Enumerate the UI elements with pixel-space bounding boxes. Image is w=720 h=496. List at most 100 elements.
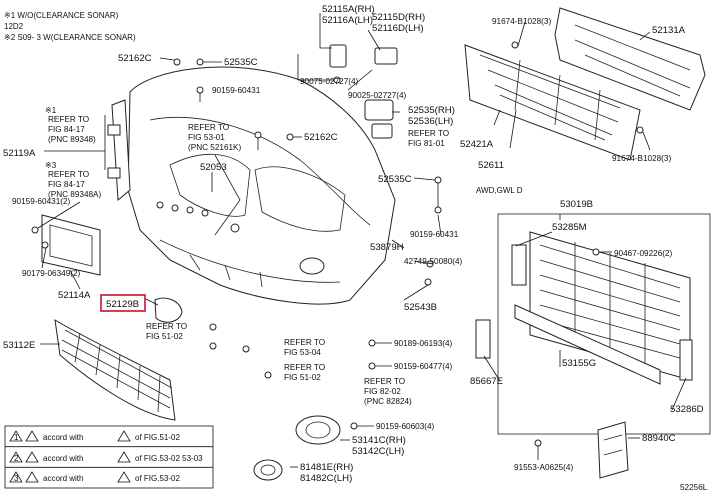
warning-triangle-icon xyxy=(9,430,23,442)
warning-triangle-icon xyxy=(9,451,23,463)
label-53879h[interactable]: 53879H xyxy=(370,242,404,253)
label-90159-60477[interactable]: 90159-60477(4) xyxy=(394,362,453,371)
warning-triangle-icon xyxy=(25,430,39,442)
label-52535-rh[interactable]: 52535(RH) xyxy=(408,105,455,116)
ref-fig-51-02-b[interactable]: REFER TO FIG 51-02 xyxy=(284,363,325,382)
ref-fig-53-01[interactable]: REFER TO FIG 53-01 (PNC 52161K) xyxy=(188,123,242,152)
label-90189[interactable]: 90189-06193(4) xyxy=(394,339,453,348)
label-52535c-top[interactable]: 52535C xyxy=(224,57,258,68)
svg-text:of FIG.53-02 53-03: of FIG.53-02 53-03 xyxy=(135,454,203,463)
reinforcement-drawing xyxy=(554,7,706,111)
svg-text:accord with: accord with xyxy=(43,433,83,442)
label-52115a[interactable]: 52115A(RH) xyxy=(322,4,375,15)
label-90467[interactable]: 90467-09226(2) xyxy=(614,249,673,258)
label-52535c-mid[interactable]: 52535C xyxy=(378,174,412,185)
lower-grille-drawing xyxy=(54,319,176,421)
label-90179[interactable]: 90179-06349(2) xyxy=(22,269,81,278)
svg-text:of FIG.53-02: of FIG.53-02 xyxy=(135,474,180,483)
svg-text:(PNC 52161K): (PNC 52161K) xyxy=(188,143,242,152)
svg-text:(PNC 89348): (PNC 89348) xyxy=(48,135,96,144)
label-90075[interactable]: 90075-02727(4) xyxy=(300,77,359,86)
leader-lines xyxy=(37,13,687,468)
note-marker-1: ※1 xyxy=(45,106,57,115)
svg-text:(PNC 82824): (PNC 82824) xyxy=(364,397,412,406)
fog-lamp-drawing xyxy=(253,415,341,481)
label-53019b[interactable]: 53019B xyxy=(560,199,593,210)
label-81482c[interactable]: 81482C(LH) xyxy=(300,473,352,484)
label-52543b[interactable]: 52543B xyxy=(404,302,437,313)
svg-text:(PNC 89348A): (PNC 89348A) xyxy=(48,190,102,199)
label-53285m[interactable]: 53285M xyxy=(552,222,587,233)
label-53141c[interactable]: 53141C(RH) xyxy=(352,435,406,446)
svg-text:accord with: accord with xyxy=(43,474,83,483)
label-52119a[interactable]: 52119A xyxy=(3,148,36,159)
label-52116a[interactable]: 52116A(LH) xyxy=(322,15,373,26)
label-90025[interactable]: 90025-02727(4) xyxy=(348,91,407,100)
bracket-88940c-drawing xyxy=(597,421,629,479)
legend-row-2: 2 accord with of FIG.53-02 53-03 xyxy=(9,451,203,463)
svg-text:REFER TO: REFER TO xyxy=(364,377,405,386)
label-52162c-mid[interactable]: 52162C xyxy=(304,132,338,143)
label-85667e[interactable]: 85667E xyxy=(470,376,503,387)
ref-fig-84-17-b[interactable]: REFER TO FIG 84-17 (PNC 89348A) xyxy=(48,170,102,199)
label-90159-60431-left[interactable]: 90159-60431(2) xyxy=(12,197,71,206)
label-88940c[interactable]: 88940C xyxy=(642,433,676,444)
header-note-3: ※2 S09- 3 W(CLEARANCE SONAR) xyxy=(4,33,136,42)
svg-text:of FIG.51-02: of FIG.51-02 xyxy=(135,433,180,442)
svg-text:REFER TO: REFER TO xyxy=(48,170,89,179)
side-bracket-drawing xyxy=(107,99,131,202)
legend-row-1: 1 accord with of FIG.51-02 xyxy=(9,430,180,442)
absorber-drawing xyxy=(464,44,641,161)
label-91674-top[interactable]: 91674-B1028(3) xyxy=(492,17,551,26)
label-53112e[interactable]: 53112E xyxy=(3,340,35,351)
label-91553[interactable]: 91553-A0625(4) xyxy=(514,463,573,472)
ref-fig-81-01[interactable]: REFER TO FIG 81-01 xyxy=(408,129,449,148)
label-52053[interactable]: 52053 xyxy=(200,162,227,173)
label-81481e[interactable]: 81481E(RH) xyxy=(300,462,353,473)
warning-triangle-icon xyxy=(25,471,39,483)
label-52131a[interactable]: 52131A xyxy=(652,25,686,36)
label-52116d[interactable]: 52116D(LH) xyxy=(372,23,424,34)
warning-triangle-icon xyxy=(117,451,131,463)
label-90159-60603[interactable]: 90159-60603(4) xyxy=(376,422,435,431)
label-52162c-top[interactable]: 52162C xyxy=(118,53,152,64)
svg-text:REFER TO: REFER TO xyxy=(188,123,229,132)
svg-text:REFER TO: REFER TO xyxy=(408,129,449,138)
svg-text:FIG 81-01: FIG 81-01 xyxy=(408,139,445,148)
svg-text:3: 3 xyxy=(14,474,19,483)
variant-label: AWD,GWL D xyxy=(476,186,523,195)
shutter-assembly-drawing xyxy=(475,213,711,435)
label-52129b[interactable]: 52129B xyxy=(106,299,139,310)
svg-text:1: 1 xyxy=(14,433,19,442)
header-note-1: ※1 W/O(CLEARANCE SONAR) xyxy=(4,11,119,20)
header-note-2: 12D2 xyxy=(4,22,24,31)
legend-table: 1 accord with of FIG.51-02 2 accord with… xyxy=(4,425,214,489)
label-52421a[interactable]: 52421A xyxy=(460,139,494,150)
ref-fig-82-02[interactable]: REFER TO FIG 82-02 (PNC 82824) xyxy=(364,377,412,406)
license-bracket-drawing xyxy=(41,214,101,276)
warning-triangle-icon xyxy=(117,471,131,483)
label-90159-60431-mid[interactable]: 90159-60431 xyxy=(410,230,459,239)
label-52536-lh[interactable]: 52536(LH) xyxy=(408,116,453,127)
label-52611[interactable]: 52611 xyxy=(478,160,504,171)
label-53286d[interactable]: 53286D xyxy=(670,404,704,415)
svg-text:REFER TO: REFER TO xyxy=(146,322,187,331)
svg-text:FIG 84-17: FIG 84-17 xyxy=(48,180,85,189)
label-91674-right[interactable]: 91674-B1028(3) xyxy=(612,154,671,163)
ref-fig-51-02-a[interactable]: REFER TO FIG 51-02 xyxy=(146,322,187,341)
label-53142c[interactable]: 53142C(LH) xyxy=(352,446,404,457)
warning-triangle-icon xyxy=(117,430,131,442)
label-52115d[interactable]: 52115D(RH) xyxy=(372,12,425,23)
note-marker-3: ※3 xyxy=(45,161,57,170)
label-90159-60431-top[interactable]: 90159-60431 xyxy=(212,86,261,95)
label-53155g[interactable]: 53155G xyxy=(562,358,596,369)
bracket-drawing xyxy=(329,44,398,139)
label-42749[interactable]: 42749-50080(4) xyxy=(404,257,463,266)
ref-fig-84-17-a[interactable]: REFER TO FIG 84-17 (PNC 89348) xyxy=(48,115,96,144)
bumper-cover-drawing xyxy=(127,66,396,305)
svg-text:REFER TO: REFER TO xyxy=(48,115,89,124)
label-52114a[interactable]: 52114A xyxy=(58,290,91,301)
ref-fig-53-04[interactable]: REFER TO FIG 53-04 xyxy=(284,338,325,357)
diagram-code: 52256L xyxy=(680,483,708,492)
